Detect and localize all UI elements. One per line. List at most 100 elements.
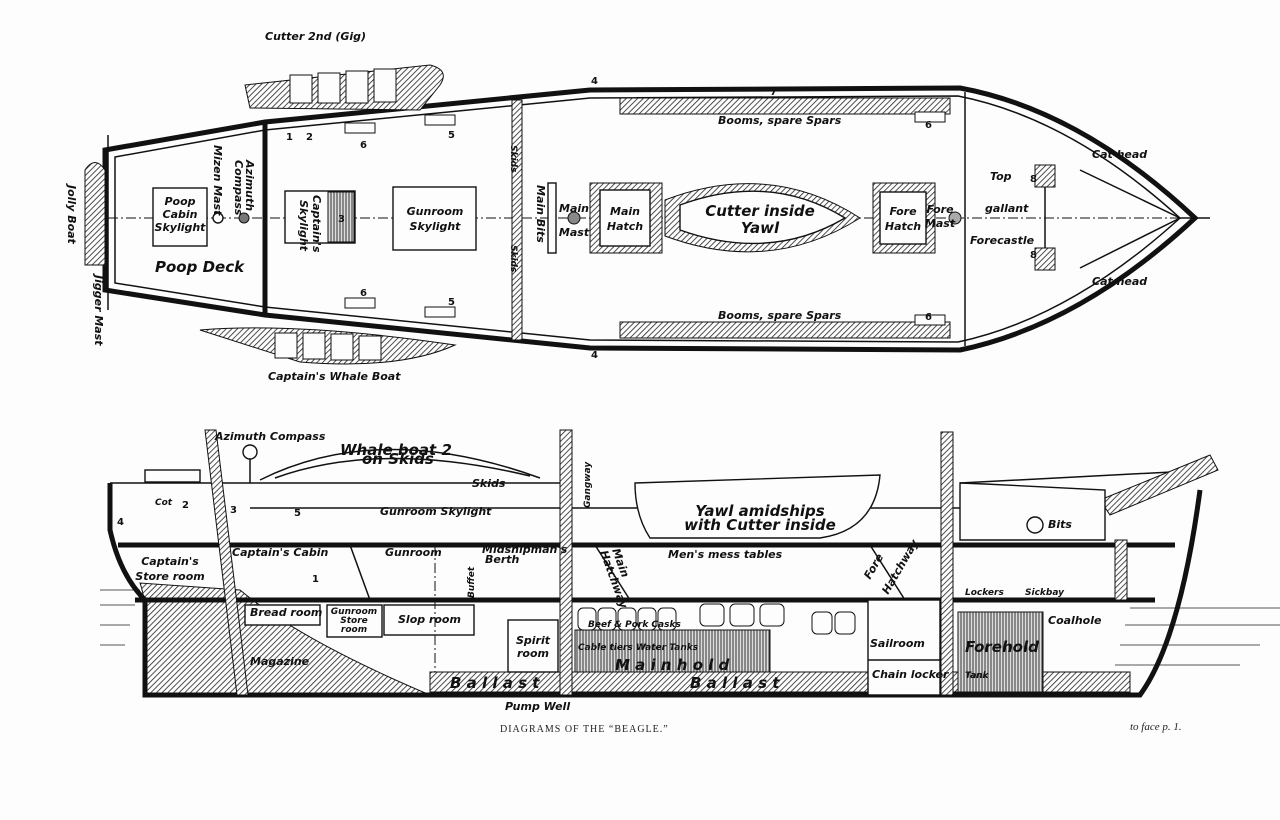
gig-boat — [244, 64, 444, 111]
label-skids: Skids — [508, 145, 518, 173]
label-booms-top: Booms, spare Spars — [718, 114, 842, 127]
label-sailroom: Sailroom — [870, 637, 925, 650]
forehold — [957, 611, 1044, 693]
bits-wheel — [1026, 516, 1044, 534]
casks — [577, 603, 856, 635]
label-mens-mess-tables: Men's mess tables — [668, 548, 783, 561]
label-sick-bay: Sickbay — [1025, 588, 1065, 598]
label-forehold: Forehold — [965, 638, 1039, 656]
gunroom-skylight-box — [392, 186, 477, 251]
label-jigger-mast: Jigger Mast — [92, 273, 105, 346]
yawl-profile — [634, 474, 881, 539]
main-hold — [574, 629, 771, 673]
number-label: 6 — [925, 312, 932, 323]
label-gangway: Gangway — [583, 461, 593, 508]
number-label: 7 — [770, 87, 777, 98]
poop-cabin-skylight — [152, 187, 208, 247]
label-pump-well: Pump Well — [505, 700, 570, 713]
label-whale-boat-profile: Whale boat 2 — [340, 441, 452, 459]
water-lines — [100, 589, 1280, 666]
number-label: 4 — [591, 76, 598, 87]
label-beef-pork-casks: Beef & Pork Casks — [588, 620, 681, 630]
number-label: 4 — [117, 517, 124, 528]
label-main-mast: Mast — [559, 226, 590, 239]
booms-spars-top — [619, 97, 951, 115]
label-ballast-aft: B a l l a s t — [450, 674, 540, 692]
label-main-hatch: Hatch — [607, 220, 643, 233]
forecastle — [959, 482, 1106, 541]
label-azimuth-compass: Azimuth — [243, 159, 256, 211]
label-main-hold: M a i n h o l d — [615, 656, 730, 674]
label-gunroom-skylight: Skylight — [410, 220, 462, 233]
label-jolly-boat: Jolly Boat — [65, 183, 78, 245]
label-tank: Tank — [965, 671, 990, 681]
number-label: 5 — [448, 297, 455, 308]
number-label: 2 — [182, 500, 189, 511]
label-cable-tiers: Cable tiers Water Tanks — [578, 643, 699, 653]
label-cat-head-top: Cat head — [1092, 148, 1147, 161]
label-yawl-amidships: Yawl amidships — [695, 502, 825, 520]
bread-room — [244, 604, 321, 626]
fore-mast-mark — [948, 211, 962, 225]
label-azimuth-compass-profile: Azimuth Compass — [214, 430, 326, 443]
label-gunroom: Gunroom — [385, 546, 442, 559]
label-chain-locker: Chain locker — [872, 668, 949, 681]
number-label: 3 — [230, 505, 237, 516]
label-buffet: Buffet — [467, 566, 477, 598]
booms-spars-bottom — [619, 321, 951, 339]
label-captains-store-room: Captain's — [141, 555, 199, 568]
whale-boat-profile — [259, 448, 541, 481]
poop-house — [144, 469, 201, 483]
main-mast-mark — [567, 211, 581, 225]
number-label: 5 — [294, 508, 301, 519]
number-label: 8 — [1030, 250, 1037, 261]
number-label: 4 — [591, 350, 598, 361]
label-spirit-room: Spirit — [516, 634, 551, 647]
label-top-gallant-forecastle: gallant — [985, 202, 1029, 215]
label-cot: Cot — [155, 498, 173, 508]
number-label: 1 — [312, 574, 319, 585]
number-label: 2 — [306, 132, 313, 143]
label-gunroom-store-room: Gunroom — [331, 607, 377, 617]
profile-hull — [107, 483, 1203, 698]
label-azimuth-compass: Compass — [232, 160, 245, 216]
label-poop-cabin-skylight: Cabin — [163, 208, 198, 221]
slop-room — [383, 604, 475, 636]
jolly-boat — [84, 162, 106, 266]
label-poop-cabin-skylight: Skylight — [155, 221, 207, 234]
skids-beam — [511, 99, 523, 341]
label-captains-cabin: Captain's Cabin — [232, 546, 329, 559]
number-label: 1 — [286, 132, 293, 143]
label-cutter-inside-yawl: Cutter inside — [705, 202, 815, 220]
label-mizen-mast: Mizen Mast — [211, 145, 224, 216]
label-bread-room: Bread room — [250, 606, 322, 619]
label-midshipmans-berth: Berth — [485, 553, 520, 566]
label-captains-skylight: Captain's — [310, 195, 323, 253]
label-cutter-gig: Cutter 2nd (Gig) — [265, 30, 366, 43]
label-main-mast: Main — [559, 202, 589, 215]
label-lockers: Lockers — [965, 588, 1004, 598]
label-top-gallant-forecastle: Top — [990, 170, 1012, 183]
mizen-mast-mark — [212, 212, 224, 224]
number-label: 6 — [360, 288, 367, 299]
bowsprit — [1099, 454, 1219, 516]
label-skids: Skids — [508, 245, 518, 273]
label-magazine: Magazine — [250, 655, 310, 668]
main-mast — [559, 429, 573, 696]
label-fore-hatch: Fore — [889, 205, 917, 218]
label-spirit-room: room — [517, 647, 549, 660]
number-label: 5 — [448, 130, 455, 141]
label-poop-deck: Poop Deck — [155, 258, 245, 276]
label-fore-mast: Mast — [925, 217, 956, 230]
label-midshipmans-berth: Midshipman's — [482, 543, 568, 556]
label-main-hatch: Main — [610, 205, 640, 218]
label-booms-bottom: Booms, spare Spars — [718, 309, 842, 322]
label-cutter-inside-yawl: Yawl — [741, 219, 780, 237]
label-yawl-amidships: with Cutter inside — [684, 516, 836, 534]
label-top-gallant-forecastle: Forecastle — [970, 234, 1035, 247]
spirit-room — [507, 619, 559, 673]
label-gunroom-store-room: room — [341, 625, 367, 635]
gunroom-store-room — [326, 604, 383, 638]
